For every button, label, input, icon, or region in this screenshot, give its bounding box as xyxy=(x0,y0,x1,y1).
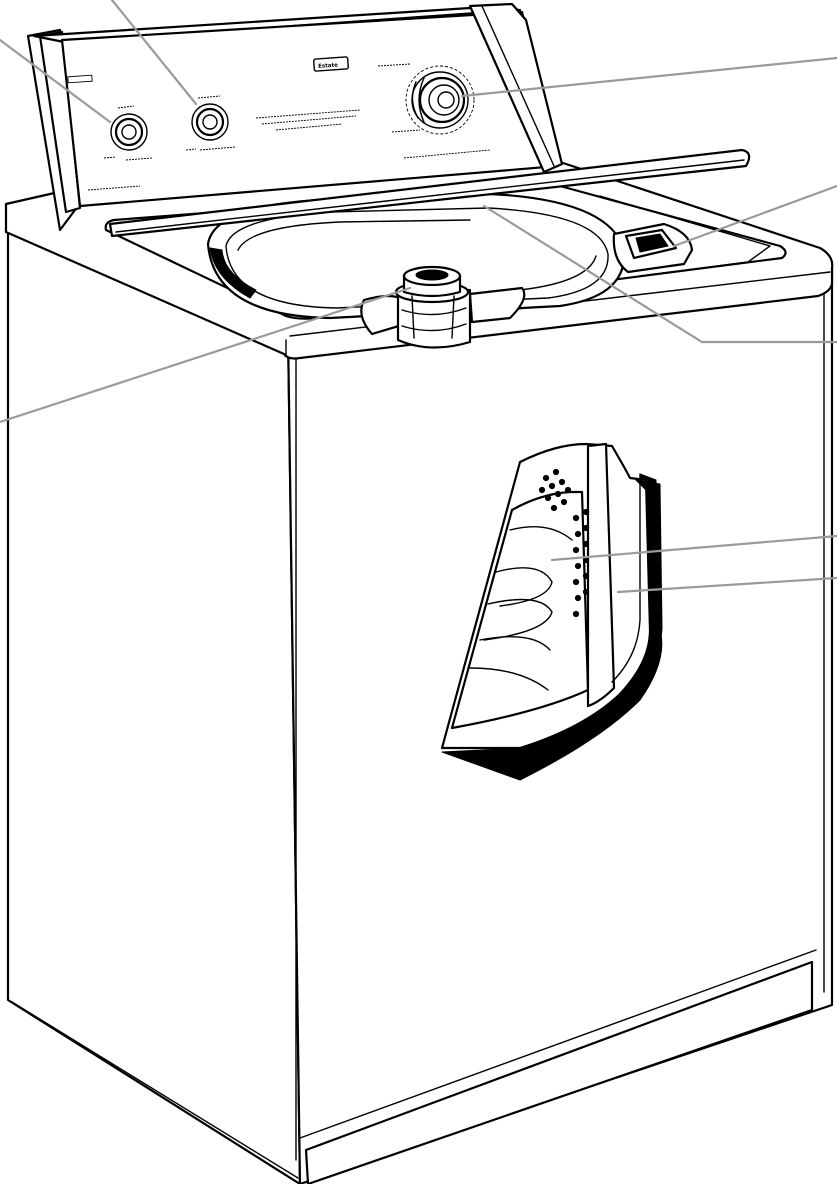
bleach-dispenser xyxy=(614,224,692,272)
cabinet xyxy=(8,210,832,1184)
cabinet-left-side xyxy=(8,210,300,1184)
